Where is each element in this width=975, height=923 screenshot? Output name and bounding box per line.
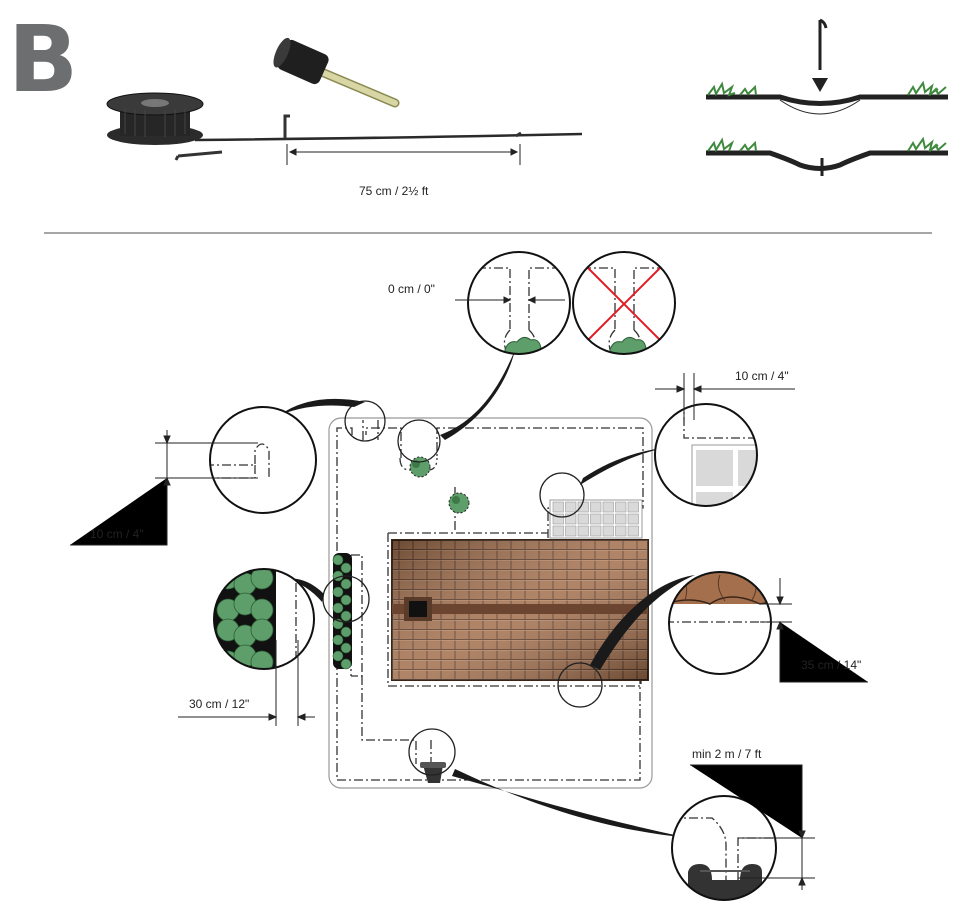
hedge-gap-label: 30 cm / 12": [189, 697, 250, 711]
detail-hedge: [178, 568, 315, 726]
wire-reel-icon: [106, 92, 204, 145]
charging-station-icon: [420, 762, 446, 783]
mallet-icon: [273, 37, 400, 108]
roof-gap-label: 35 cm / 14": [801, 658, 862, 672]
spacing-label: 75 cm / 2½ ft: [359, 184, 429, 198]
peg-icon: [174, 150, 223, 161]
ground-section-after: [706, 136, 948, 176]
detail-zero-gap: [455, 251, 571, 355]
station-min-label: min 2 m / 7 ft: [692, 747, 762, 761]
bump-height-label: 10 cm / 4": [90, 527, 144, 541]
detail-bump: [70, 406, 317, 546]
house-roof: [391, 539, 649, 681]
detail-station: [671, 764, 815, 901]
zero-gap-label: 0 cm / 0": [388, 282, 435, 296]
section-letter: B: [8, 6, 79, 113]
tree-center: [448, 492, 470, 514]
ground-section-before: [706, 18, 948, 115]
hedge: [332, 553, 352, 670]
detail-wrong: [572, 251, 676, 355]
paving-gap-label: 10 cm / 4": [735, 369, 789, 383]
detail-paving: [654, 373, 795, 507]
